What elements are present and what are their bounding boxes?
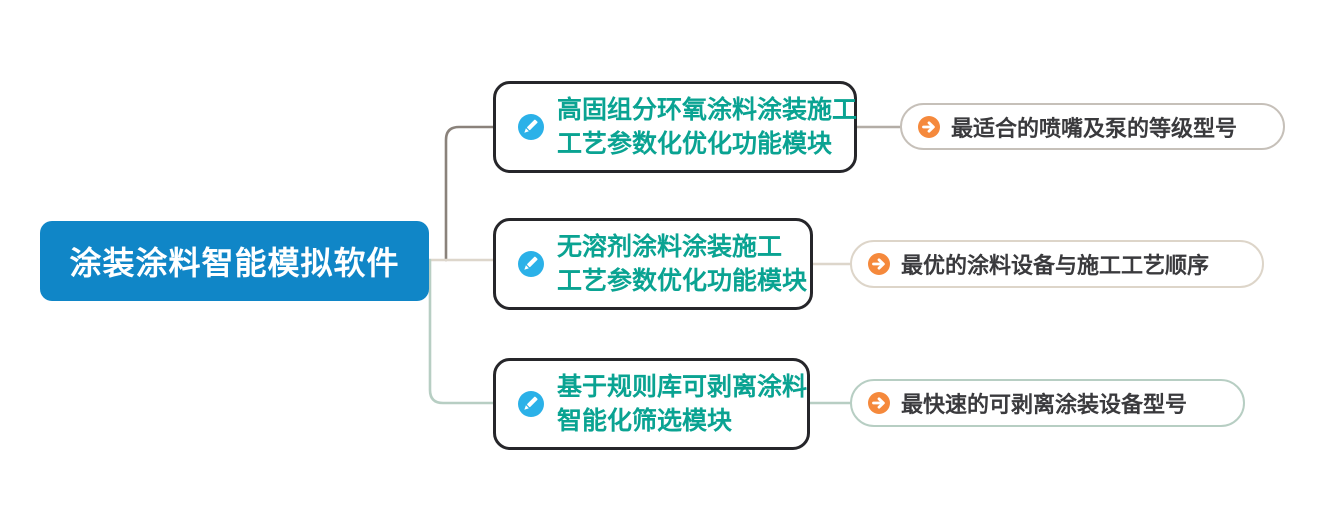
connector-root-branch1 xyxy=(444,125,495,262)
pencil-icon xyxy=(518,251,544,277)
arrow-right-icon xyxy=(918,115,940,138)
branch-node-2[interactable]: 无溶剂涂料涂装施工 工艺参数优化功能模块 xyxy=(493,218,813,310)
leaf-node-2[interactable]: 最优的涂料设备与施工工艺顺序 xyxy=(850,240,1264,288)
branch-node-1[interactable]: 高固组分环氧涂料涂装施工 工艺参数化优化功能模块 xyxy=(493,81,857,173)
pencil-icon xyxy=(518,391,544,417)
root-node-label: 涂装涂料智能模拟软件 xyxy=(69,245,400,281)
leaf-node-label: 最适合的喷嘴及泵的等级型号 xyxy=(951,115,1238,141)
arrow-right-icon xyxy=(868,392,890,414)
connector-root-branch3 xyxy=(428,258,495,405)
arrow-right-icon xyxy=(868,253,890,275)
branch-node-label: 高固组分环氧涂料涂装施工 工艺参数化优化功能模块 xyxy=(557,96,858,158)
branch-node-3[interactable]: 基于规则库可剥离涂料 智能化筛选模块 xyxy=(493,358,810,450)
root-node[interactable]: 涂装涂料智能模拟软件 xyxy=(40,221,429,301)
leaf-node-3[interactable]: 最快速的可剥离涂装设备型号 xyxy=(850,379,1245,427)
leaf-node-1[interactable]: 最适合的喷嘴及泵的等级型号 xyxy=(900,103,1285,150)
leaf-node-label: 最快速的可剥离涂装设备型号 xyxy=(901,392,1188,417)
branch-node-label: 基于规则库可剥离涂料 智能化筛选模块 xyxy=(557,373,808,435)
leaf-node-label: 最优的涂料设备与施工工艺顺序 xyxy=(901,253,1210,278)
branch-node-label: 无溶剂涂料涂装施工 工艺参数优化功能模块 xyxy=(557,233,808,295)
pencil-icon xyxy=(518,114,544,140)
